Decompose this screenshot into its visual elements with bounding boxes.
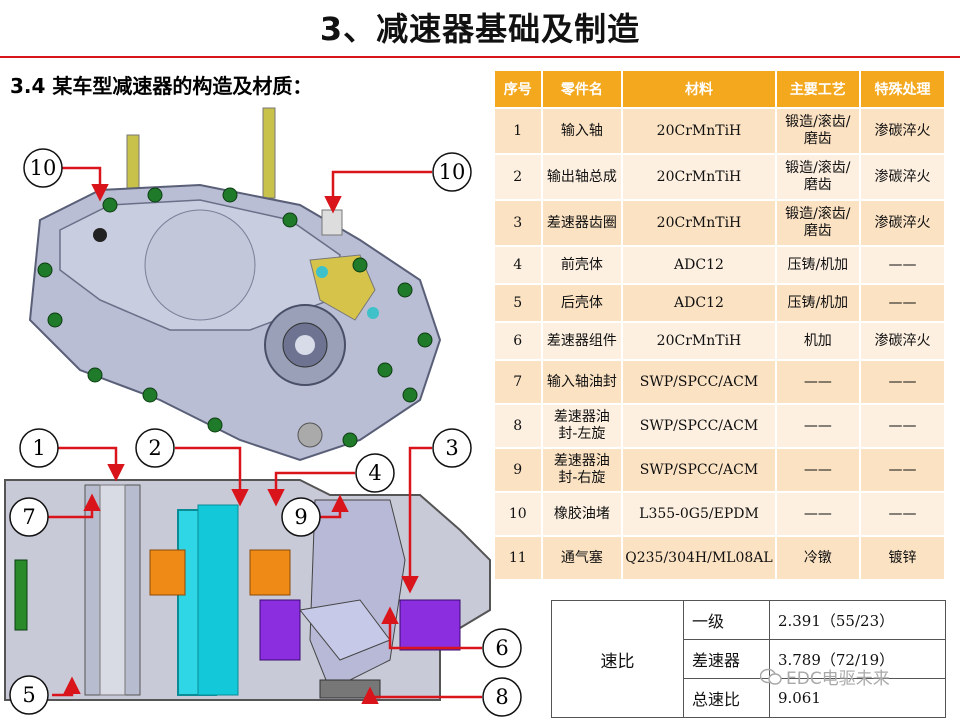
svg-text:6: 6	[495, 636, 508, 660]
ratio-stage-value: 3.789（72/19）	[768, 639, 947, 679]
callout-7: 7	[9, 497, 49, 537]
callout-9: 9	[281, 497, 321, 537]
callout-arrows	[48, 166, 482, 704]
ratio-stage-name: 一级	[683, 600, 770, 640]
col-header-treatment: 特殊处理	[860, 71, 944, 107]
ratio-row: 总速比 9.061	[552, 678, 947, 718]
callout-5: 5	[9, 675, 49, 715]
svg-text:9: 9	[294, 505, 307, 529]
title-divider	[0, 56, 960, 58]
callout-6: 6	[482, 628, 522, 668]
ratio-label: 速比	[551, 600, 684, 718]
col-header-part: 零件名	[542, 71, 622, 107]
watermark-text: EDC电驱未来	[786, 669, 890, 689]
section-subtitle: 3.4 某车型减速器的构造及材质：	[10, 74, 313, 98]
wechat-icon	[760, 668, 782, 685]
svg-text:5: 5	[22, 683, 35, 707]
ratio-stage-value: 2.391（55/23）	[768, 600, 947, 640]
callout-2: 2	[135, 428, 175, 468]
callout-4: 4	[355, 453, 395, 493]
table-header-row: 序号 零件名 材料 主要工艺 特殊处理	[495, 71, 944, 107]
housing-exterior-view	[28, 107, 442, 462]
gearbox-cutaway-view	[4, 479, 491, 701]
ratio-row: 速比 一级 2.391（55/23）	[551, 600, 947, 718]
gear-ratio-table: 速比 一级 2.391（55/23） 差速器 3.789（72/19） 总速比 …	[551, 600, 947, 718]
watermark: EDC电驱未来	[760, 664, 890, 689]
callout-1: 1	[19, 428, 59, 468]
svg-text:8: 8	[495, 685, 508, 709]
svg-text:3: 3	[445, 436, 458, 460]
ratio-stage-name: 差速器	[683, 639, 770, 679]
svg-text:10: 10	[439, 160, 466, 184]
callout-3: 3	[432, 428, 472, 468]
col-header-material: 材料	[623, 71, 775, 107]
svg-text:4: 4	[368, 461, 381, 485]
ratio-stage-value: 9.061	[768, 678, 947, 718]
gearbox-illustration: 10 10 1 2 3 4 7 9 6 5 8	[4, 107, 522, 717]
svg-text:1: 1	[32, 436, 45, 460]
callout-badges: 10 10 1 2 3 4 7 9 6 5 8	[9, 148, 522, 717]
col-header-process: 主要工艺	[776, 71, 859, 107]
callout-10-left: 10	[23, 148, 63, 188]
ratio-stage-name: 总速比	[683, 678, 770, 718]
svg-text:2: 2	[148, 436, 161, 460]
slide-title: 3、减速器基础及制造	[319, 10, 641, 48]
svg-text:7: 7	[22, 505, 35, 529]
svg-text:10: 10	[30, 156, 57, 180]
col-header-no: 序号	[495, 71, 541, 107]
callout-10-right: 10	[432, 152, 472, 192]
callout-8: 8	[482, 677, 522, 717]
